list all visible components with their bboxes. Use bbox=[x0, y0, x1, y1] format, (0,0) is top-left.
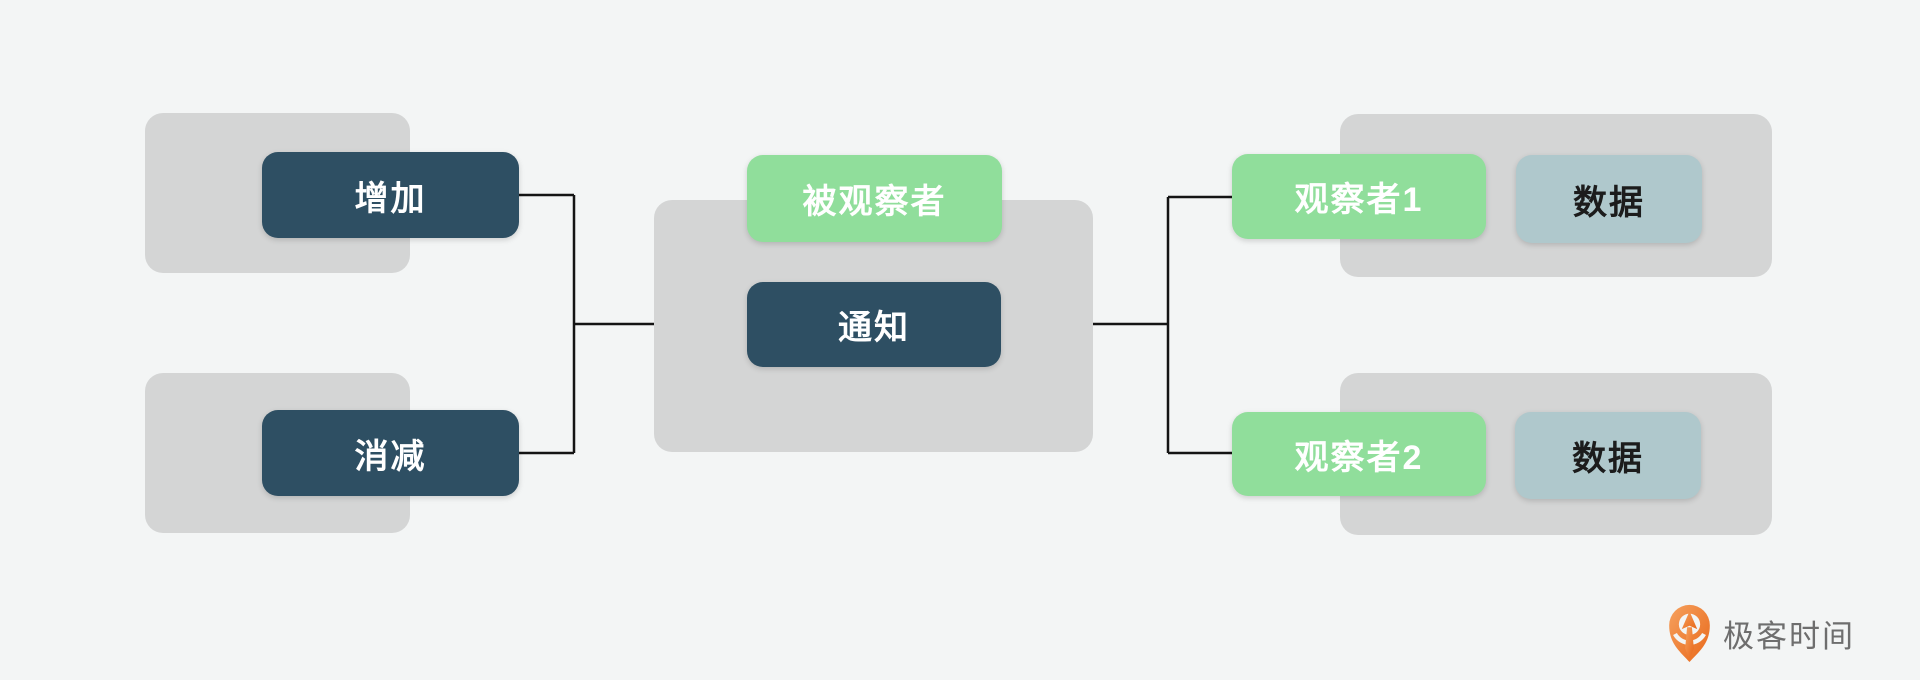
brand-logo: 极客时间 bbox=[1666, 602, 1855, 664]
node-increase: 增加 bbox=[262, 152, 519, 238]
node-data2: 数据 bbox=[1515, 412, 1701, 499]
node-decrease: 消减 bbox=[262, 410, 519, 496]
node-data1: 数据 bbox=[1516, 155, 1702, 243]
node-subject: 被观察者 bbox=[747, 155, 1002, 242]
node-notify: 通知 bbox=[747, 282, 1001, 367]
node-observer2: 观察者2 bbox=[1232, 412, 1486, 496]
brand-name: 极客时间 bbox=[1723, 618, 1855, 654]
geektime-logo-icon bbox=[1669, 604, 1710, 663]
node-observer1: 观察者1 bbox=[1232, 154, 1486, 239]
